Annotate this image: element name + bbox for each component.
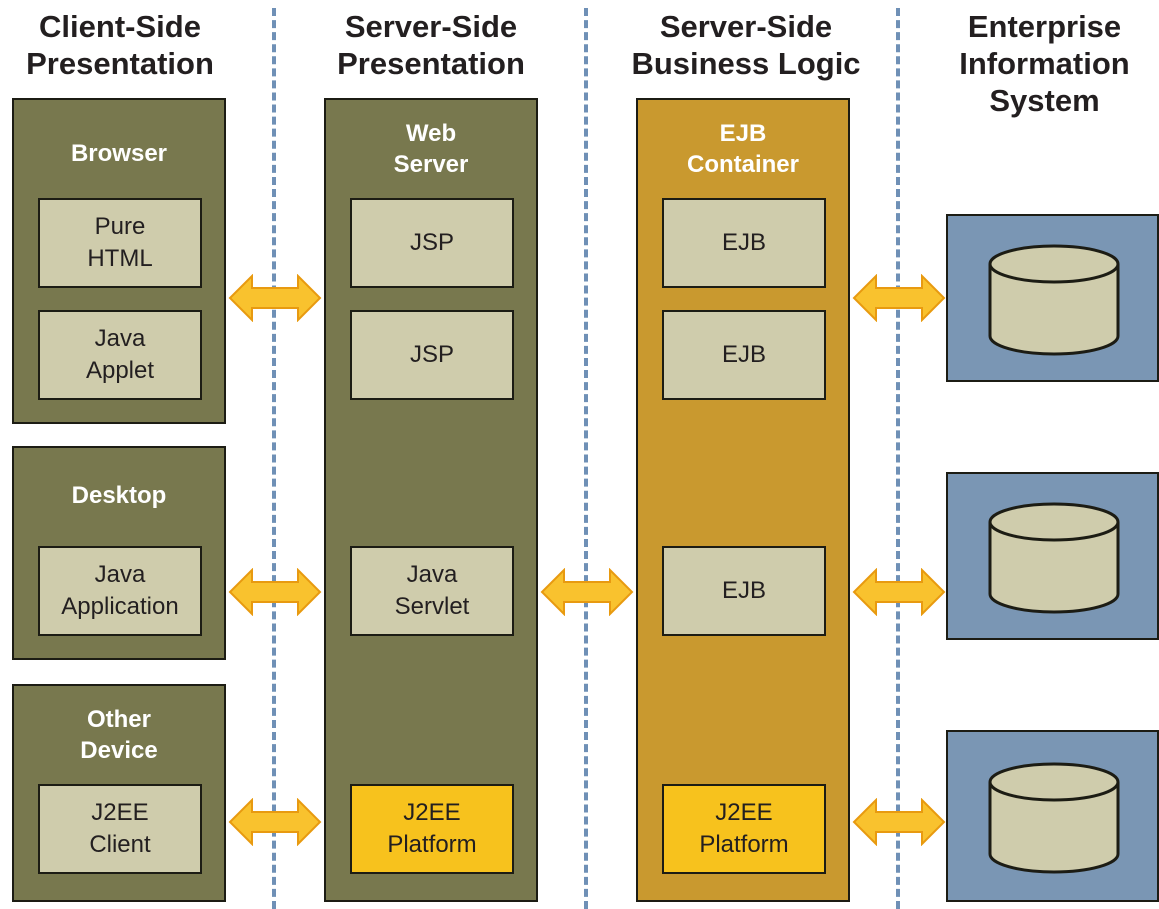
ejb-container-panel: EJB Container EJB EJB EJB J2EE Platform: [636, 98, 850, 902]
column-header-server-side-business-logic: Server-Side Business Logic: [631, 9, 861, 81]
java-servlet-box: Java Servlet: [350, 546, 514, 636]
column-header-client-side-presentation: Client-Side Presentation: [26, 9, 214, 81]
double-arrow-icon: [852, 798, 946, 846]
double-arrow-icon: [228, 568, 322, 616]
ejb-box: EJB: [662, 546, 826, 636]
column-header-enterprise-information-system: Enterprise Information System: [959, 9, 1130, 118]
tier-divider: [896, 8, 900, 909]
eis-database-panel: [946, 214, 1159, 382]
j2ee-client-box: J2EE Client: [38, 784, 202, 874]
j2ee-platform-box: J2EE Platform: [662, 784, 826, 874]
ejb-box: EJB: [662, 310, 826, 400]
j2ee-platform-box: J2EE Platform: [350, 784, 514, 874]
database-icon: [988, 244, 1120, 356]
web-server-panel: Web Server JSP JSP Java Servlet J2EE Pla…: [324, 98, 538, 902]
jsp-box: JSP: [350, 310, 514, 400]
eis-database-panel: [946, 472, 1159, 640]
column-header-server-side-presentation: Server-Side Presentation: [337, 9, 525, 81]
panel-title: Other Device: [80, 706, 158, 764]
ejb-box: EJB: [662, 198, 826, 288]
jsp-box: JSP: [350, 198, 514, 288]
panel-title: Web Server: [393, 120, 469, 178]
panel-title: Browser: [70, 140, 168, 167]
other-device-panel: Other Device J2EE Client: [12, 684, 226, 902]
double-arrow-icon: [852, 274, 946, 322]
tier-divider: [272, 8, 276, 909]
double-arrow-icon: [540, 568, 634, 616]
java-applet-box: Java Applet: [38, 310, 202, 400]
java-application-box: Java Application: [38, 546, 202, 636]
tier-divider: [584, 8, 588, 909]
panel-title: EJB Container: [686, 120, 799, 178]
desktop-panel: Desktop Java Application: [12, 446, 226, 660]
browser-panel: Browser Pure HTML Java Applet: [12, 98, 226, 424]
double-arrow-icon: [852, 568, 946, 616]
database-icon: [988, 502, 1120, 614]
eis-database-panel: [946, 730, 1159, 902]
double-arrow-icon: [228, 798, 322, 846]
double-arrow-icon: [228, 274, 322, 322]
database-icon: [988, 762, 1120, 874]
panel-title: Desktop: [71, 482, 167, 509]
pure-html-box: Pure HTML: [38, 198, 202, 288]
